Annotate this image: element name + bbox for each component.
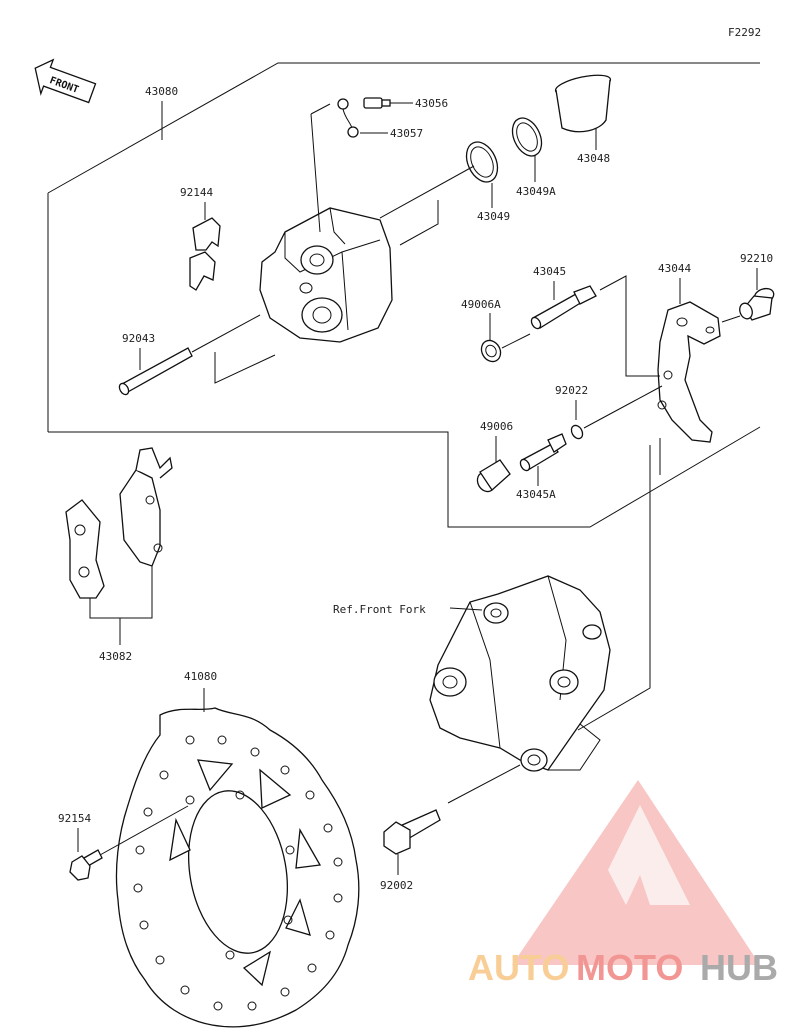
label-92210: 92210 bbox=[740, 252, 773, 265]
bleeder-valve bbox=[363, 97, 413, 109]
logo-text-hub: HUB bbox=[700, 947, 778, 988]
pin-boot bbox=[480, 339, 502, 363]
label-92002: 92002 bbox=[380, 879, 413, 892]
bleeder-cap bbox=[337, 98, 388, 138]
label-41080: 41080 bbox=[184, 670, 217, 683]
pin-boot-lower bbox=[476, 459, 511, 493]
circlip bbox=[570, 424, 584, 440]
piston bbox=[554, 74, 612, 133]
label-43049: 43049 bbox=[477, 210, 510, 223]
rubber-boot bbox=[739, 287, 775, 321]
dust-seal bbox=[511, 117, 543, 157]
logo-text-moto: MOTO bbox=[576, 947, 683, 988]
piston-seal bbox=[465, 141, 499, 183]
label-43057: 43057 bbox=[390, 127, 423, 140]
brake-disc bbox=[115, 707, 360, 1028]
logo-text-auto: AUTO bbox=[468, 947, 569, 988]
slide-pin-lower bbox=[519, 433, 567, 472]
automotohub-logo: AUTO MOTO HUB bbox=[468, 780, 778, 988]
caliper-assembly-frame bbox=[47, 62, 761, 528]
label-43045: 43045 bbox=[533, 265, 566, 278]
caliper-bracket bbox=[657, 301, 721, 443]
label-43082: 43082 bbox=[99, 650, 132, 663]
label-92043: 92043 bbox=[122, 332, 155, 345]
ref-front-fork-label: Ref.Front Fork bbox=[333, 603, 426, 616]
label-43045A: 43045A bbox=[516, 488, 556, 501]
front-arrow-icon: FRONT bbox=[34, 58, 97, 104]
mounting-bolt bbox=[383, 809, 441, 855]
label-43056: 43056 bbox=[415, 97, 448, 110]
slide-pin bbox=[530, 285, 597, 330]
pad-spring bbox=[189, 217, 221, 291]
label-43049A: 43049A bbox=[516, 185, 556, 198]
label-92144: 92144 bbox=[180, 186, 213, 199]
disc-bolt bbox=[69, 849, 103, 881]
label-92022: 92022 bbox=[555, 384, 588, 397]
label-49006: 49006 bbox=[480, 420, 513, 433]
front-fork bbox=[429, 575, 611, 772]
label-49006A: 49006A bbox=[461, 298, 501, 311]
label-43048: 43048 bbox=[577, 152, 610, 165]
label-43080: 43080 bbox=[145, 85, 178, 98]
brake-caliper-body bbox=[259, 103, 393, 343]
diagram-code: F2292 bbox=[728, 26, 761, 39]
pad-pin bbox=[118, 347, 193, 396]
label-92154: 92154 bbox=[58, 812, 91, 825]
label-43044: 43044 bbox=[658, 262, 691, 275]
brake-pads bbox=[65, 447, 173, 599]
